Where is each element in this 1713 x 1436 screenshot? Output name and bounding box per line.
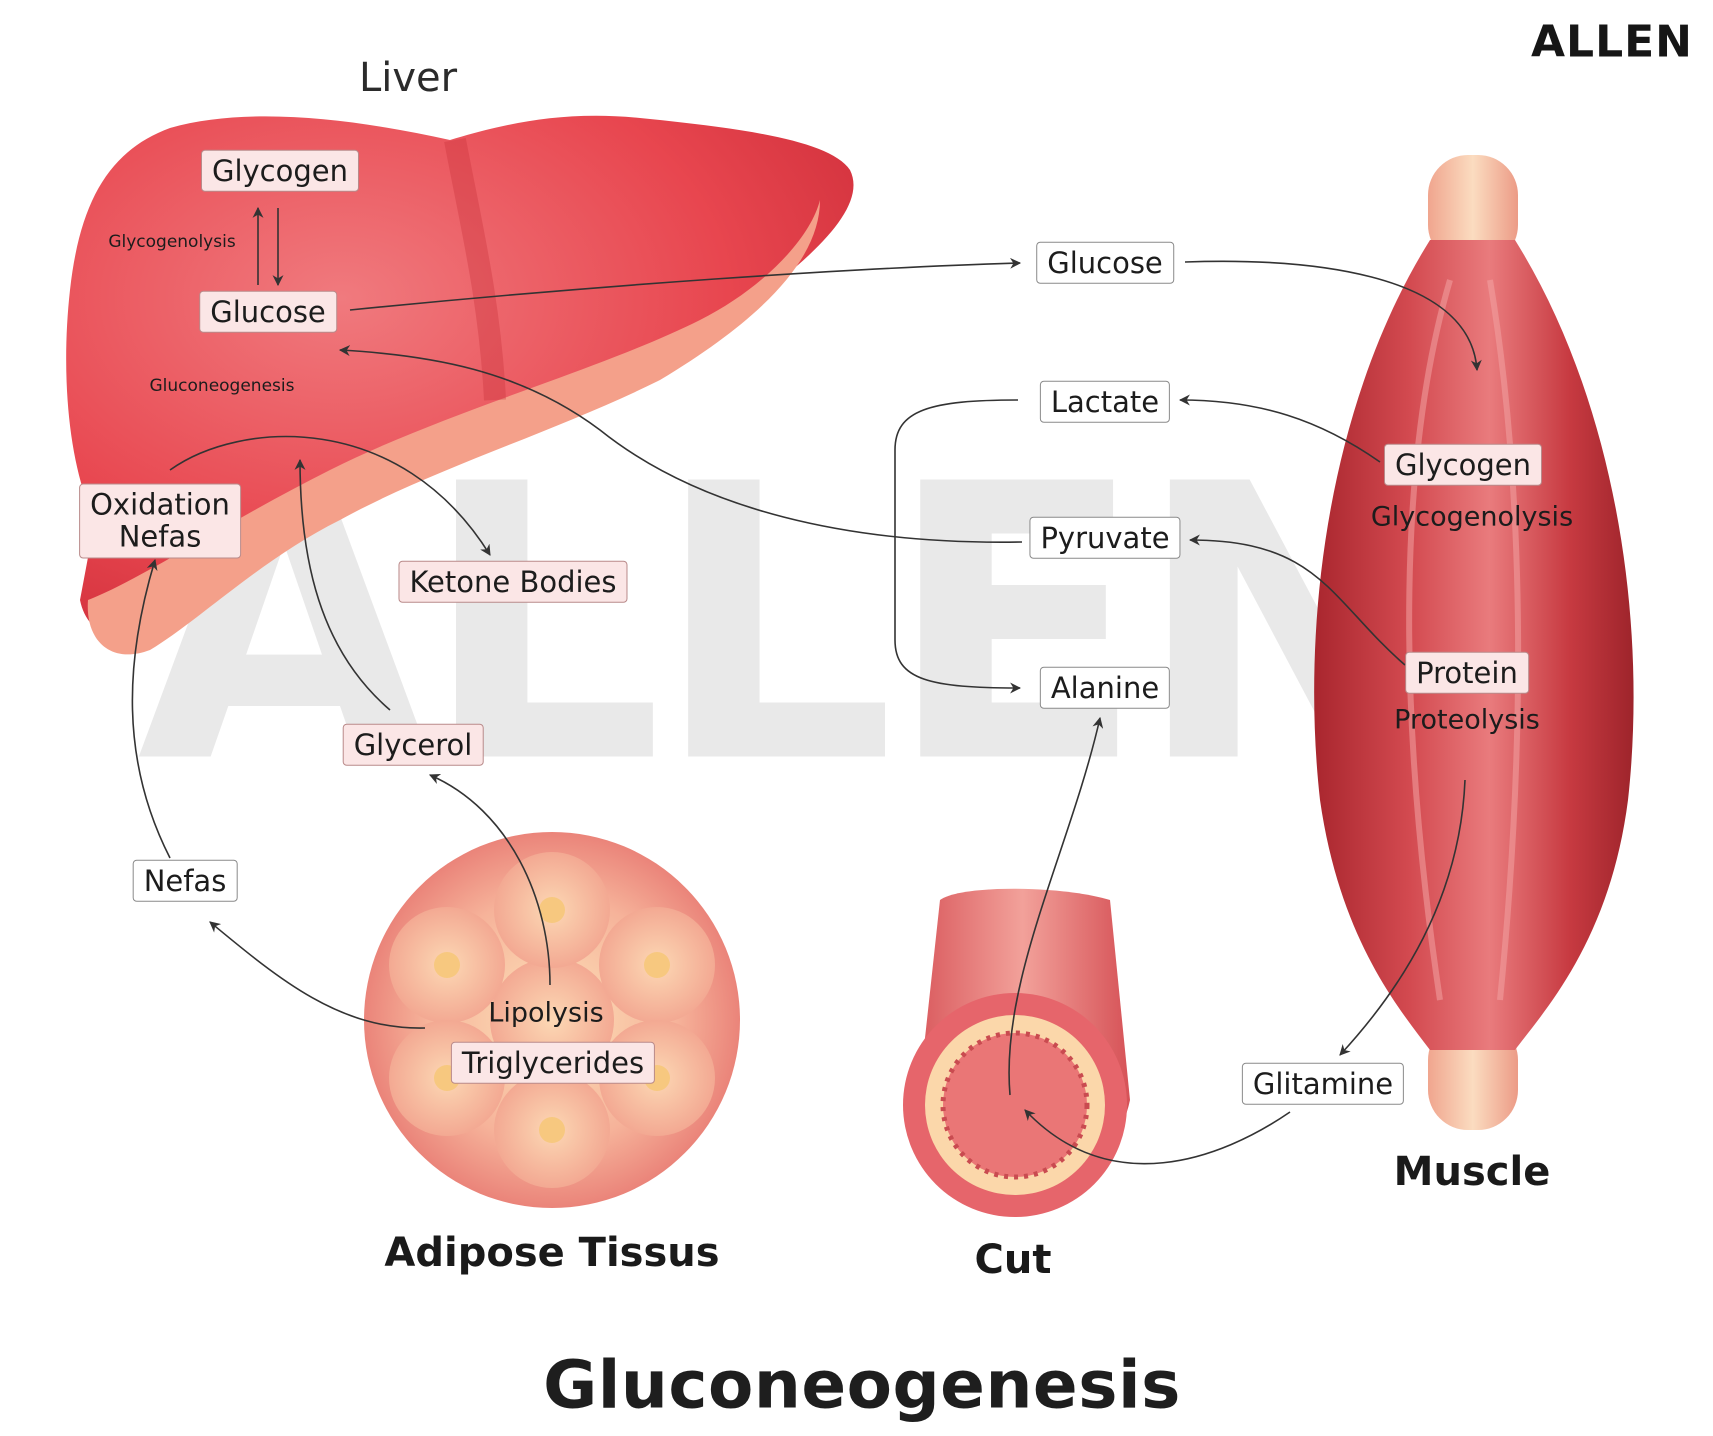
lactate-box: Lactate (1039, 380, 1171, 424)
glitamine-box: Glitamine (1241, 1062, 1405, 1106)
lipolysis-label: Lipolysis (488, 997, 604, 1029)
muscle-glycogenolysis-label: Glycogenolysis (1370, 501, 1574, 533)
allen-logo: ALLEN (1530, 16, 1694, 68)
arrow-glucose-to-muscle (1184, 260, 1482, 372)
arrow-protein-to-pyruvate (1188, 534, 1406, 666)
liver-glucose-box: Glucose (199, 290, 337, 334)
pathway-arrows (131, 206, 1482, 1165)
adipose-title: Adipose Tissus (384, 1230, 720, 1276)
nefas-box: Nefas (132, 859, 238, 903)
arrow-pyruvate-to-liver (338, 345, 1023, 543)
arrow-proteolysis-to-glitamine (1339, 779, 1466, 1056)
oxidation-nefas-box: Oxidation Nefas (79, 483, 241, 559)
liver-title: Liver (358, 55, 458, 101)
arrow-lipolysis-to-nefas (209, 921, 426, 1029)
muscle-fiber (1487, 279, 1522, 1001)
adipocyte-nucleus (644, 952, 670, 978)
liver-glycogen-box: Glycogen (200, 149, 360, 193)
liver-glycogenolysis-label: Glycogenolysis (108, 232, 236, 252)
gut-lumen (940, 1030, 1090, 1180)
page-title: Gluconeogenesis (543, 1346, 1181, 1424)
liver-underside (87, 200, 820, 655)
muscle-fiber (1406, 279, 1453, 1001)
gut-illustration (903, 888, 1130, 1217)
arrow-glitamine-to-gut (1024, 1109, 1291, 1165)
adipocyte-nucleus (539, 897, 565, 923)
liver-gluconeogenesis-label: Gluconeogenesis (149, 376, 295, 396)
muscle-glycogen-box: Glycogen (1383, 443, 1543, 487)
adipocyte-nucleus (539, 1117, 565, 1143)
arrow-glycerol-to-liver (294, 458, 391, 711)
pyruvate-box: Pyruvate (1029, 516, 1181, 560)
arrow-lipolysis-to-glycerol (428, 773, 551, 986)
liver-illustration (66, 115, 854, 655)
arrow-lactate-alanine-loop (894, 399, 1022, 694)
muscle-illustration (1314, 155, 1634, 1130)
protein-box: Protein (1405, 651, 1529, 695)
blood-glucose-box: Glucose (1036, 241, 1174, 285)
muscle-belly (1314, 240, 1634, 1050)
arrow-nefas-to-oxidation (131, 558, 171, 859)
proteolysis-label: Proteolysis (1394, 704, 1540, 736)
arrow-glycogen-to-lactate (1178, 394, 1381, 463)
glycerol-box: Glycerol (342, 723, 484, 767)
arrow-gut-to-alanine (1008, 716, 1104, 1096)
ketone-bodies-box: Ketone Bodies (398, 560, 628, 604)
adipocyte-nucleus (434, 952, 460, 978)
arrow-oxidation-to-ketones (169, 435, 491, 556)
triglycerides-box: Triglycerides (450, 1041, 656, 1085)
muscle-tendon-top (1428, 155, 1518, 265)
gut-title: Cut (974, 1237, 1052, 1283)
arrow-liver-glucose-to-blood (349, 257, 1022, 311)
adipose-illustration (364, 832, 740, 1208)
liver-ligament (444, 137, 506, 401)
muscle-title: Muscle (1393, 1149, 1551, 1195)
alanine-box: Alanine (1039, 666, 1171, 710)
